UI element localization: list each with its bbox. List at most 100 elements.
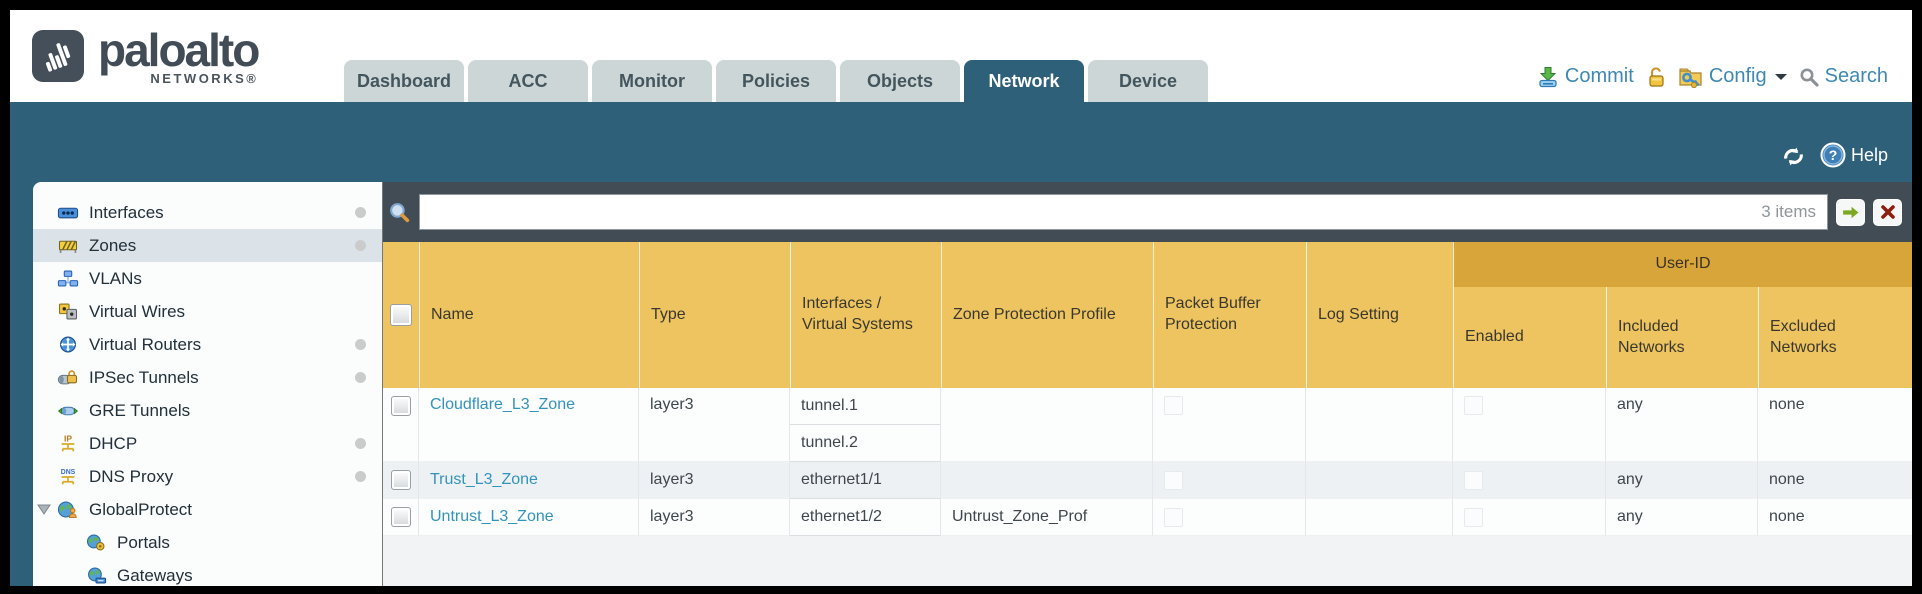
sidebar-item-portals[interactable]: Portals (33, 526, 382, 559)
zone-name-link[interactable]: Untrust_L3_Zone (430, 508, 554, 525)
zone-protection-profile-cell (941, 462, 1153, 499)
tab-objects[interactable]: Objects (840, 60, 960, 102)
packet-buffer-checkbox[interactable] (1164, 396, 1183, 415)
col-header-enabled[interactable]: Enabled (1453, 287, 1606, 388)
sidebar-item-label: GRE Tunnels (89, 400, 191, 420)
chevron-down-icon (1774, 74, 1787, 86)
sidebar-item-interfaces[interactable]: Interfaces (33, 196, 382, 229)
sub-header-band: ? Help (10, 102, 1912, 182)
sidebar-item-globalprotect[interactable]: GlobalProtect (33, 493, 382, 526)
user-id-enabled-checkbox[interactable] (1464, 470, 1483, 490)
filter-input[interactable] (419, 194, 1828, 230)
commit-label: Commit (1564, 65, 1634, 87)
tab-monitor[interactable]: Monitor (592, 60, 712, 102)
ipsec-tunnels-icon (57, 368, 81, 388)
row-checkbox[interactable] (390, 470, 411, 490)
brand-name: paloalto (98, 23, 260, 76)
user-id-enabled-checkbox[interactable] (1464, 396, 1483, 415)
commit-button[interactable]: Commit (1537, 65, 1634, 88)
header-actions: Commit (1537, 65, 1912, 102)
row-checkbox[interactable] (390, 396, 411, 416)
log-setting-cell (1306, 388, 1453, 462)
sidebar-item-label: Gateways (117, 565, 193, 585)
sidebar-item-label: Interfaces (89, 202, 164, 222)
sidebar-item-label: DHCP (89, 433, 138, 453)
packet-buffer-checkbox[interactable] (1164, 507, 1183, 527)
config-icon (1678, 66, 1703, 88)
sidebar-item-virtual-wires[interactable]: Virtual Wires (33, 295, 382, 328)
zone-protection-profile-cell: Untrust_Zone_Prof (941, 499, 1153, 536)
excluded-networks-cell: none (1758, 388, 1912, 462)
zone-name-link[interactable]: Cloudflare_L3_Zone (430, 396, 575, 413)
included-networks-cell: any (1606, 499, 1758, 536)
main-panel: 3 items (383, 182, 1912, 586)
sidebar-item-gre-tunnels[interactable]: GRE Tunnels (33, 394, 382, 427)
tab-network[interactable]: Network (964, 60, 1084, 102)
expand-triangle-icon[interactable] (37, 504, 51, 515)
zone-interfaces-cell: ethernet1/1 (790, 462, 941, 499)
table-header: Name Type Interfaces / Virtual Systems Z… (383, 242, 1912, 388)
sidebar-item-label: VLANs (89, 268, 142, 288)
sidebar-item-gateways[interactable]: Gateways (33, 559, 382, 586)
virtual-routers-icon (57, 335, 81, 355)
col-header-type[interactable]: Type (639, 242, 790, 388)
log-setting-cell (1306, 499, 1453, 536)
svg-text:?: ? (1829, 147, 1838, 163)
sidebar-item-virtual-routers[interactable]: Virtual Routers (33, 328, 382, 361)
zone-interfaces-cell: ethernet1/2 (790, 499, 941, 536)
user-id-enabled-checkbox[interactable] (1464, 507, 1483, 527)
zone-type-cell: layer3 (639, 499, 790, 536)
select-all-checkbox[interactable] (390, 304, 412, 326)
config-label: Config (1708, 65, 1767, 87)
zone-name-link[interactable]: Trust_L3_Zone (430, 471, 538, 488)
dns-proxy-icon: DNS (57, 467, 81, 487)
zone-protection-profile-cell (941, 388, 1153, 462)
virtual-wires-icon (57, 302, 81, 322)
col-header-log-setting[interactable]: Log Setting (1306, 242, 1453, 388)
included-networks-cell: any (1606, 462, 1758, 499)
vlans-icon (57, 269, 81, 289)
col-header-zone-protection[interactable]: Zone Protection Profile (941, 242, 1153, 388)
row-checkbox[interactable] (390, 507, 411, 527)
col-header-interfaces[interactable]: Interfaces / Virtual Systems (790, 242, 941, 388)
config-menu[interactable]: Config (1678, 65, 1787, 88)
tab-acc[interactable]: ACC (468, 60, 588, 102)
sidebar-item-vlans[interactable]: VLANs (33, 262, 382, 295)
search-button[interactable]: Search (1799, 65, 1888, 88)
zone-type-cell: layer3 (639, 388, 790, 462)
commit-icon (1537, 66, 1559, 88)
interface-item: tunnel.1 (790, 388, 940, 425)
col-header-packet-buffer[interactable]: Packet Buffer Protection (1153, 242, 1306, 388)
zones-table: Name Type Interfaces / Virtual Systems Z… (383, 242, 1912, 536)
sidebar-item-label: Zones (89, 235, 137, 255)
excluded-networks-cell: none (1758, 462, 1912, 499)
col-header-excluded-networks[interactable]: Excluded Networks (1758, 287, 1912, 388)
sidebar-item-zones[interactable]: Zones (33, 229, 382, 262)
tab-device[interactable]: Device (1088, 60, 1208, 102)
refresh-button[interactable] (1781, 145, 1806, 168)
status-dot (355, 339, 366, 350)
lock-icon[interactable] (1646, 66, 1666, 88)
sidebar-item-label: GlobalProtect (89, 499, 192, 519)
filter-bar: 3 items (383, 182, 1912, 242)
packet-buffer-checkbox[interactable] (1164, 470, 1183, 490)
apply-filter-button[interactable] (1836, 198, 1865, 226)
sidebar-item-ipsec-tunnels[interactable]: IPSec Tunnels (33, 361, 382, 394)
tab-dashboard[interactable]: Dashboard (344, 60, 464, 102)
portals-icon (85, 533, 109, 553)
sidebar-item-label: Virtual Routers (89, 334, 202, 354)
col-header-included-networks[interactable]: Included Networks (1606, 287, 1758, 388)
brand-subname: NETWORKS® (150, 70, 259, 86)
col-header-name[interactable]: Name (419, 242, 639, 388)
help-button[interactable]: ? Help (1820, 142, 1888, 168)
tab-policies[interactable]: Policies (716, 60, 836, 102)
status-dot (355, 372, 366, 383)
interface-item: ethernet1/2 (790, 499, 940, 536)
clear-filter-button[interactable] (1873, 198, 1902, 226)
gre-tunnels-icon (57, 401, 81, 421)
